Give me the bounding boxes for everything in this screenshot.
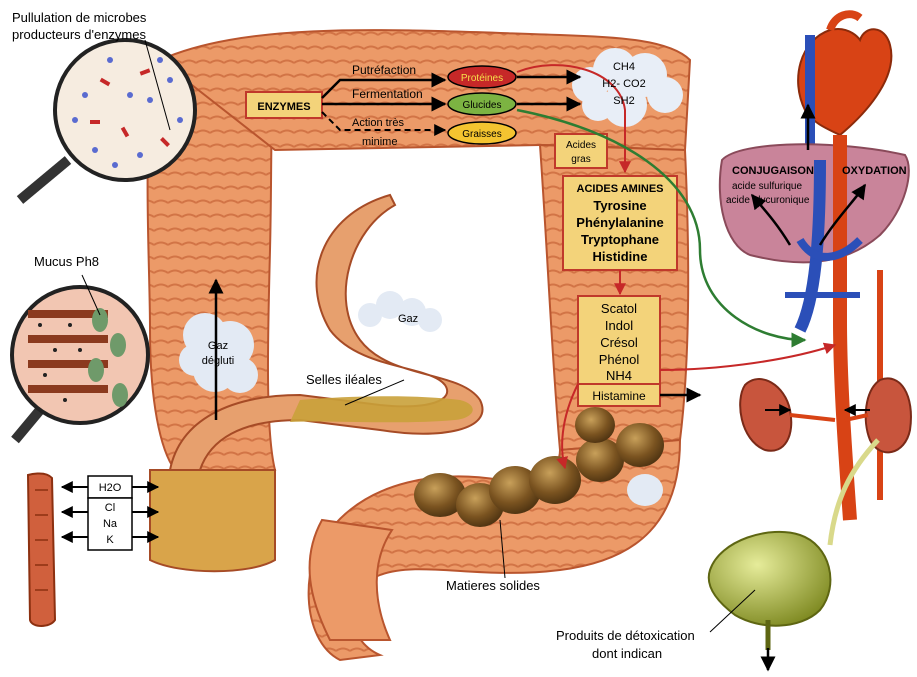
matieres-solides-label: Matieres solides [446, 578, 540, 593]
gaz-label: Gaz [398, 313, 418, 325]
toxin-indol: Indol [605, 318, 633, 333]
action-label-1: Action très [352, 117, 404, 129]
gas-cloud-ileum [358, 291, 442, 332]
acides-gras-label-2: gras [571, 154, 590, 165]
bladder [709, 532, 831, 650]
histamine-label: Histamine [592, 389, 646, 403]
toxin-phenol: Phénol [599, 352, 640, 367]
acides-gras-label-1: Acides [566, 140, 596, 151]
cl-label: Cl [105, 502, 115, 514]
na-label: Na [103, 518, 118, 530]
pullulation-label-2: producteurs d'enzymes [12, 27, 146, 42]
k-label: K [106, 534, 114, 546]
toxin-cresol: Crésol [600, 335, 638, 350]
proteines-label: Protéines [461, 73, 503, 84]
conjugaison-label: CONJUGAISON [732, 165, 814, 177]
toxin-nh4: NH4 [606, 368, 632, 383]
acides-amines-label: ACIDES AMINES [577, 183, 664, 195]
graisses-label: Graisses [462, 129, 501, 140]
acide-sulfurique-label: acide sulfurique [732, 181, 802, 192]
appendix-tube [28, 473, 55, 626]
pullulation-label-1: Pullulation de microbes [12, 10, 147, 25]
produits-label-1: Produits de détoxication [556, 628, 695, 643]
gaz-degluti-label-1: Gaz [208, 340, 228, 352]
gas-h2-co2-label: H2- CO2 [602, 78, 645, 90]
produits-label-2: dont indican [592, 646, 662, 661]
amine-histidine: Histidine [593, 249, 648, 264]
fermentation-label: Fermentation [352, 87, 423, 101]
gas-ch4-label: CH4 [613, 61, 635, 73]
enzymes-label: ENZYMES [257, 101, 310, 113]
mucus-magnifier [12, 275, 148, 440]
acide-glycuronique-label: acide glycuronique [726, 195, 810, 206]
toxin-scatol: Scatol [601, 301, 637, 316]
mucus-label: Mucus Ph8 [34, 254, 99, 269]
kidneys [740, 378, 911, 452]
amine-phenylalanine: Phénylalanine [576, 215, 663, 230]
amine-tyrosine: Tyrosine [593, 198, 646, 213]
putrefaction-label: Putréfaction [352, 63, 416, 77]
action-label-2: minime [362, 136, 397, 148]
oxydation-label: OXYDATION [842, 165, 907, 177]
gas-sh2-label: SH2 [613, 95, 634, 107]
amine-tryptophane: Tryptophane [581, 232, 659, 247]
glucides-label: Glucides [463, 100, 502, 111]
selles-ileales-label: Selles iléales [306, 372, 382, 387]
h2o-label: H2O [99, 482, 122, 494]
gaz-degluti-label-2: dégluti [202, 355, 234, 367]
